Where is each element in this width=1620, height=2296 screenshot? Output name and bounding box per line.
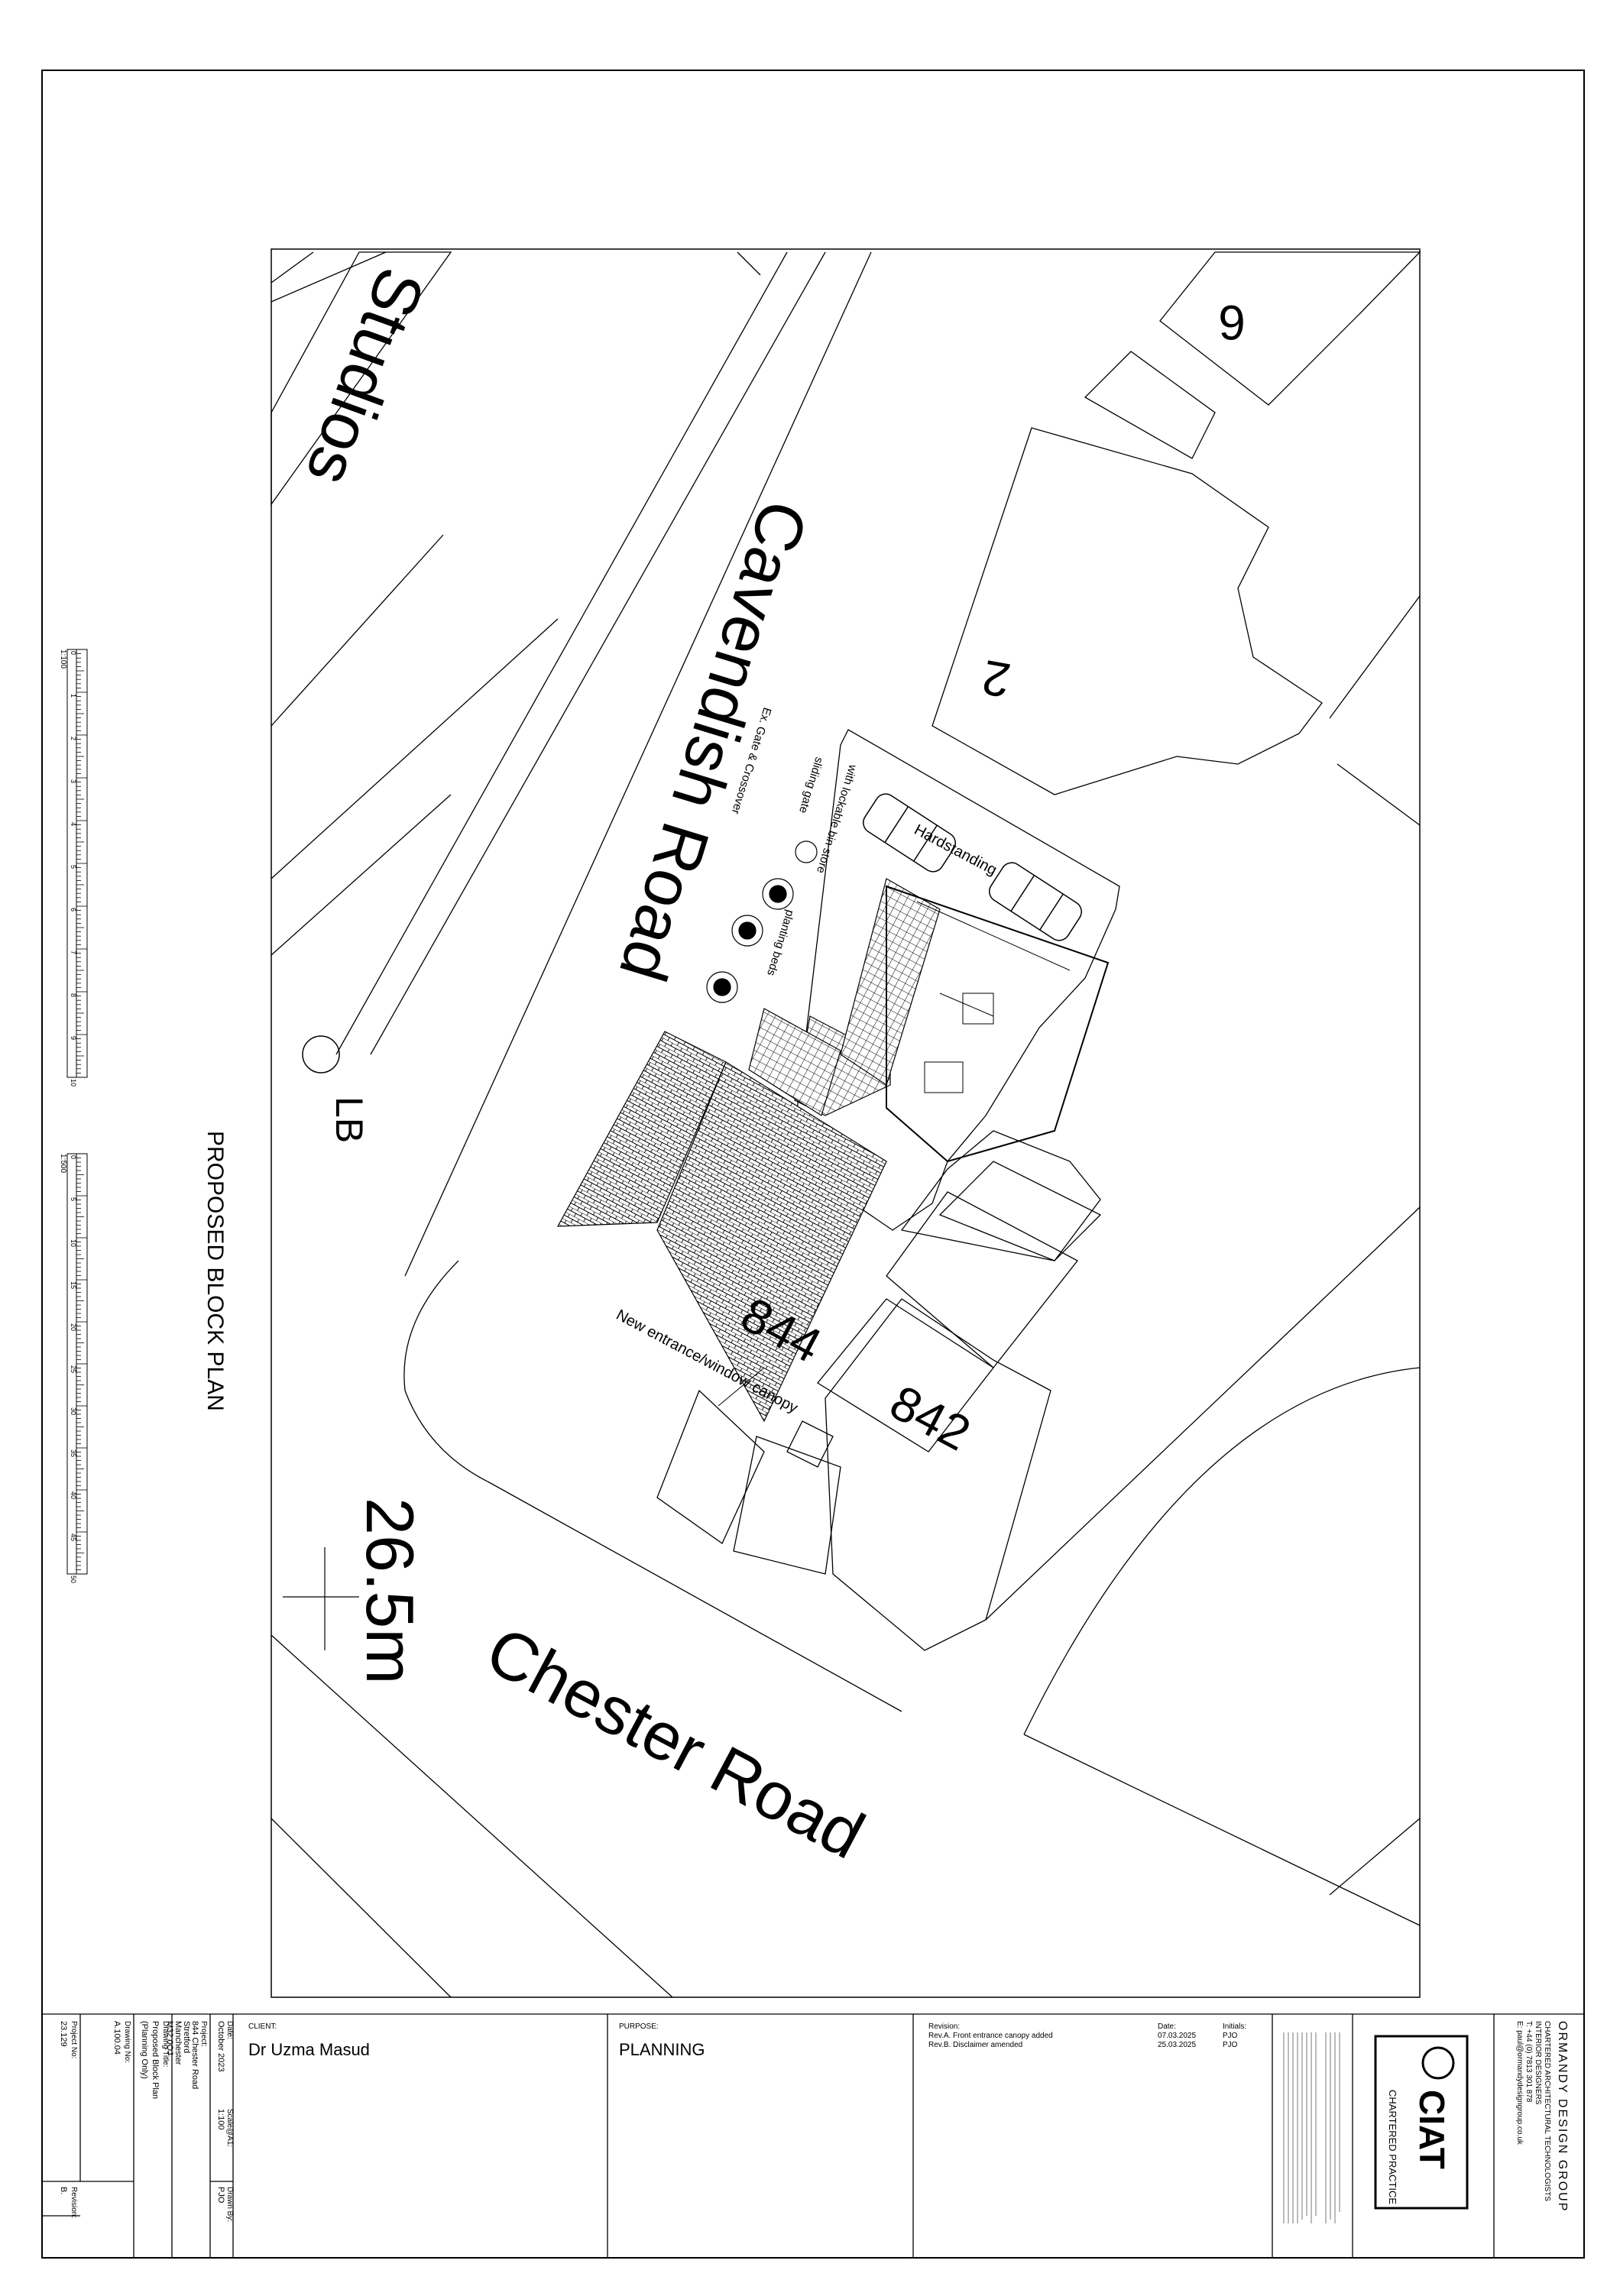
scale-bar-2-tick-labels: 0 5 10 15 20 25 30 35 40 45 50 [70, 1155, 77, 1583]
company-line-3: T: +44 (0) 7813 301 878 [1524, 2021, 1533, 2103]
client-value: Dr Uzma Masud [248, 2040, 370, 2059]
ciat-emblem-icon [1421, 2046, 1455, 2080]
level-marker [283, 1547, 359, 1650]
ciat-logo: CIAT CHARTERED PRACTICE [1379, 2040, 1463, 2204]
scale-bar-2-label: 1:500 [59, 1154, 67, 1173]
street-label-chester: Chester Road [475, 1611, 876, 1873]
project-line-2: Stretford [182, 2021, 191, 2053]
revision-row-1-initials: PJO [1223, 2032, 1238, 2040]
building-844 [886, 885, 1110, 1163]
scale-tick-label: 30 [70, 1407, 77, 1415]
scale-tick-label: 25 [70, 1365, 77, 1373]
scale-tick-label: 40 [70, 1491, 77, 1499]
project-no-label: Project No: [70, 2021, 78, 2058]
title-block-text: Project No: 23.129 Drawing No: A.100.04 … [59, 2021, 1569, 2222]
drawing-no-value: A.100.04 [112, 2021, 122, 2055]
cars [863, 793, 1082, 941]
project-line-4: M32 0QJ [165, 2021, 174, 2055]
scale-tick-label: 5 [70, 865, 77, 869]
scale-tick-label: 4 [70, 822, 77, 826]
revision-row-1-text: Rev.A. Front entrance canopy added [928, 2032, 1053, 2040]
scale-tick-label: 50 [70, 1575, 77, 1583]
scale-tick-label: 35 [70, 1449, 77, 1457]
project-label: Project: [199, 2021, 208, 2047]
scale-tick-label: 20 [70, 1323, 77, 1331]
scale-tick-label: 10 [70, 1239, 77, 1247]
scale-value: 1:100 [216, 2109, 225, 2130]
drawing-title-line-1: Proposed Block Plan [151, 2021, 160, 2099]
scale-tick-label: 8 [70, 993, 77, 997]
drawing-title: PROPOSED BLOCK PLAN [202, 1131, 228, 1411]
scale-tick-label: 45 [70, 1533, 77, 1541]
sheet-border [41, 70, 1585, 2259]
project-line-1: 844 Chester Road [190, 2021, 199, 2089]
drawn-by-label: Drawn By: [225, 2187, 234, 2222]
scale-tick-label: 10 [70, 1079, 77, 1086]
revision-row-2-text: Rev.B. Disclaimer amended [928, 2041, 1022, 2049]
purpose-label: PURPOSE: [619, 2022, 659, 2031]
title-block [42, 2013, 1584, 2258]
scale-tick-label: 6 [70, 908, 77, 912]
trees [706, 840, 818, 1003]
scale-tick-label: 5 [70, 1197, 77, 1201]
viewport-frame [271, 248, 1421, 1998]
lamp-label: LB [328, 1096, 371, 1143]
level-label: 26.5m [352, 1498, 428, 1685]
date-value: October 2023 [216, 2021, 225, 2072]
drawing-title-label: Drawing Title: [161, 2021, 170, 2068]
scale-tick-label: 1 [70, 694, 77, 698]
scale-tick-label: 15 [70, 1281, 77, 1289]
revision-label: Revision: [70, 2187, 78, 2218]
building-number-2: 2 [978, 649, 1015, 708]
project-no-value: 23.129 [59, 2021, 68, 2047]
scale-label: Scale@A1: [225, 2109, 234, 2147]
scale-tick-label: 0 [70, 651, 77, 655]
client-label: CLIENT: [248, 2022, 277, 2031]
revisions-label: Revision: [928, 2022, 960, 2031]
planting-label: planting beds [764, 908, 796, 977]
ciat-name: CIAT [1412, 2090, 1452, 2169]
sliding-gate-label: sliding gate [796, 756, 825, 815]
revision-row-2-initials: PJO [1223, 2041, 1238, 2049]
revision-value: B. [59, 2187, 68, 2194]
revision-row-1-date: 07.03.2025 [1158, 2032, 1196, 2040]
scale-tick-label: 3 [70, 779, 77, 783]
street-label-studios: Studios [292, 259, 439, 496]
disclaimer-text [1283, 2032, 1340, 2223]
canopy-leader [718, 1367, 765, 1407]
company-line-4: E: paul@ormandydesigngroup.co.uk [1515, 2021, 1524, 2145]
company-name: ORMANDY DESIGN GROUP [1556, 2021, 1569, 2212]
building-number-6: 6 [1218, 295, 1246, 350]
scale-bar-1-tick-labels: 0 1 2 3 4 5 6 7 8 9 10 [70, 651, 77, 1086]
hardstanding-label: Hardstanding [912, 821, 1000, 879]
scale-bar-1-labels: 1:100 [59, 649, 67, 669]
revision-row-2-date: 25.03.2025 [1158, 2041, 1196, 2049]
scale-bar-1-ticks [76, 649, 87, 1078]
scale-tick-label: 9 [70, 1036, 77, 1040]
scale-tick-label: 0 [70, 1155, 77, 1159]
building-number-842: 842 [881, 1375, 979, 1462]
scale-bar-1-label: 1:100 [59, 649, 67, 669]
date-label: Date: [225, 2021, 234, 2039]
scale-tick-label: 2 [70, 737, 77, 740]
site-plan [271, 251, 1421, 1998]
scale-bar-2-ticks [76, 1153, 87, 1575]
ciat-subtitle: CHARTERED PRACTICE [1387, 2090, 1398, 2204]
company-line-1: CHARTERED ARCHITECTURAL TECHNOLOGISTS [1543, 2021, 1551, 2201]
project-line-3: Manchester [173, 2021, 183, 2065]
scale-bar-2-labels: 1:500 [59, 1154, 67, 1173]
lamp-post-marker [302, 1035, 340, 1074]
revision-initials-label: Initials: [1223, 2022, 1246, 2031]
drawing-no-label: Drawing No: [123, 2021, 131, 2063]
scale-tick-label: 7 [70, 950, 77, 954]
drawn-by-value: PJO [216, 2187, 225, 2204]
paving [556, 878, 941, 1423]
revision-date-label: Date: [1158, 2022, 1176, 2031]
purpose-value: PLANNING [619, 2040, 705, 2059]
company-line-2: INTERIOR DESIGNERS [1534, 2021, 1542, 2105]
drawing-title-line-2: (Planning Only) [140, 2021, 149, 2079]
